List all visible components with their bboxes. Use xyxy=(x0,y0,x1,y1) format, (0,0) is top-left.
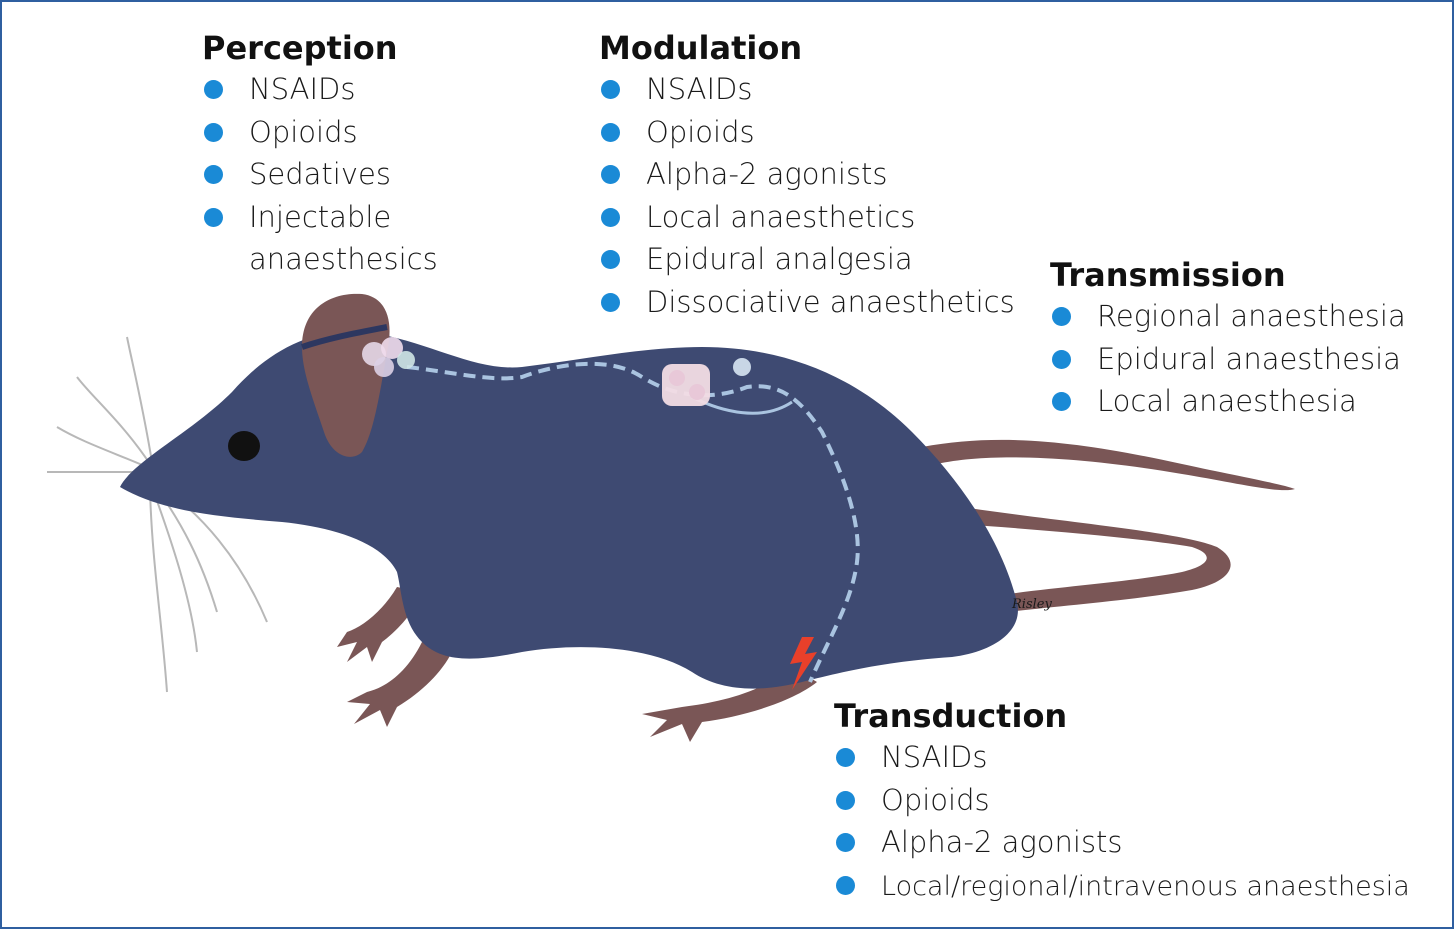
bullet-icon xyxy=(601,292,620,312)
bullet-icon xyxy=(1052,392,1071,411)
list-item: NSAIDs xyxy=(834,736,1410,779)
list-item: Opioids xyxy=(834,779,1410,822)
mouse-body xyxy=(120,331,1018,689)
spinal-cord-cluster xyxy=(662,358,751,406)
bullet-icon xyxy=(204,165,223,184)
modulation-list: NSAIDs Opioids Alpha-2 agonists Local an… xyxy=(599,68,1015,323)
bullet-icon xyxy=(601,250,620,269)
list-item: Alpha-2 agonists xyxy=(834,821,1410,864)
mouse-tail xyxy=(922,439,1295,491)
bullet-icon xyxy=(204,207,223,227)
perception-block: Perception NSAIDs Opioids Sedatives Inje… xyxy=(202,28,449,281)
modulation-block: Modulation NSAIDs Opioids Alpha-2 agonis… xyxy=(599,28,1015,323)
list-item: Sedatives xyxy=(202,153,449,196)
modulation-title: Modulation xyxy=(599,29,803,67)
front-leg-front xyxy=(347,642,452,727)
artist-signature: Risley xyxy=(1012,597,1052,612)
bullet-icon xyxy=(204,122,223,142)
bullet-icon xyxy=(601,207,620,227)
transmission-block: Transmission Regional anaesthesia Epidur… xyxy=(1050,255,1406,423)
bullet-icon xyxy=(204,80,223,99)
bullet-icon xyxy=(836,833,855,852)
mouse-tail-base xyxy=(960,507,1231,614)
list-item: Injectable anaesthesics xyxy=(202,196,449,281)
list-item: NSAIDs xyxy=(202,68,449,111)
mouse-eye xyxy=(228,431,260,461)
list-item: Opioids xyxy=(202,111,449,154)
brain-cluster xyxy=(362,337,415,377)
list-item: Regional anaesthesia xyxy=(1050,295,1406,338)
list-item: Alpha-2 agonists xyxy=(599,153,1015,196)
transduction-title: Transduction xyxy=(834,697,1068,735)
list-item: Opioids xyxy=(599,111,1015,154)
front-leg-back xyxy=(337,587,422,662)
bullet-icon xyxy=(1052,349,1071,369)
whiskers xyxy=(47,336,268,693)
nerve-pathway xyxy=(406,361,860,683)
mouse-ear xyxy=(302,293,390,457)
bullet-icon xyxy=(601,80,620,99)
bullet-icon xyxy=(836,748,855,767)
bullet-icon xyxy=(836,875,855,895)
transmission-list: Regional anaesthesia Epidural anaesthesi… xyxy=(1050,295,1406,423)
transduction-block: Transduction NSAIDs Opioids Alpha-2 agon… xyxy=(834,696,1410,908)
list-item: Epidural anaesthesia xyxy=(1050,338,1406,381)
bullet-icon xyxy=(601,165,620,184)
list-item: Local anaesthetics xyxy=(599,196,1015,239)
bullet-icon xyxy=(1052,307,1071,326)
list-item: Dissociative anaesthetics xyxy=(599,281,1015,324)
stimulus-lightning-icon xyxy=(790,637,817,690)
bullet-icon xyxy=(836,790,855,810)
transmission-title: Transmission xyxy=(1050,256,1286,294)
transduction-list: NSAIDs Opioids Alpha-2 agonists Local/re… xyxy=(834,736,1410,908)
list-item: Local/regional/intravenous anaesthesia xyxy=(834,864,1410,909)
list-item: Epidural analgesia xyxy=(599,238,1015,281)
list-item: NSAIDs xyxy=(599,68,1015,111)
perception-list: NSAIDs Opioids Sedatives Injectable anae… xyxy=(202,68,449,281)
bullet-icon xyxy=(601,122,620,142)
list-item: Local anaesthesia xyxy=(1050,380,1406,423)
perception-title: Perception xyxy=(202,29,398,67)
